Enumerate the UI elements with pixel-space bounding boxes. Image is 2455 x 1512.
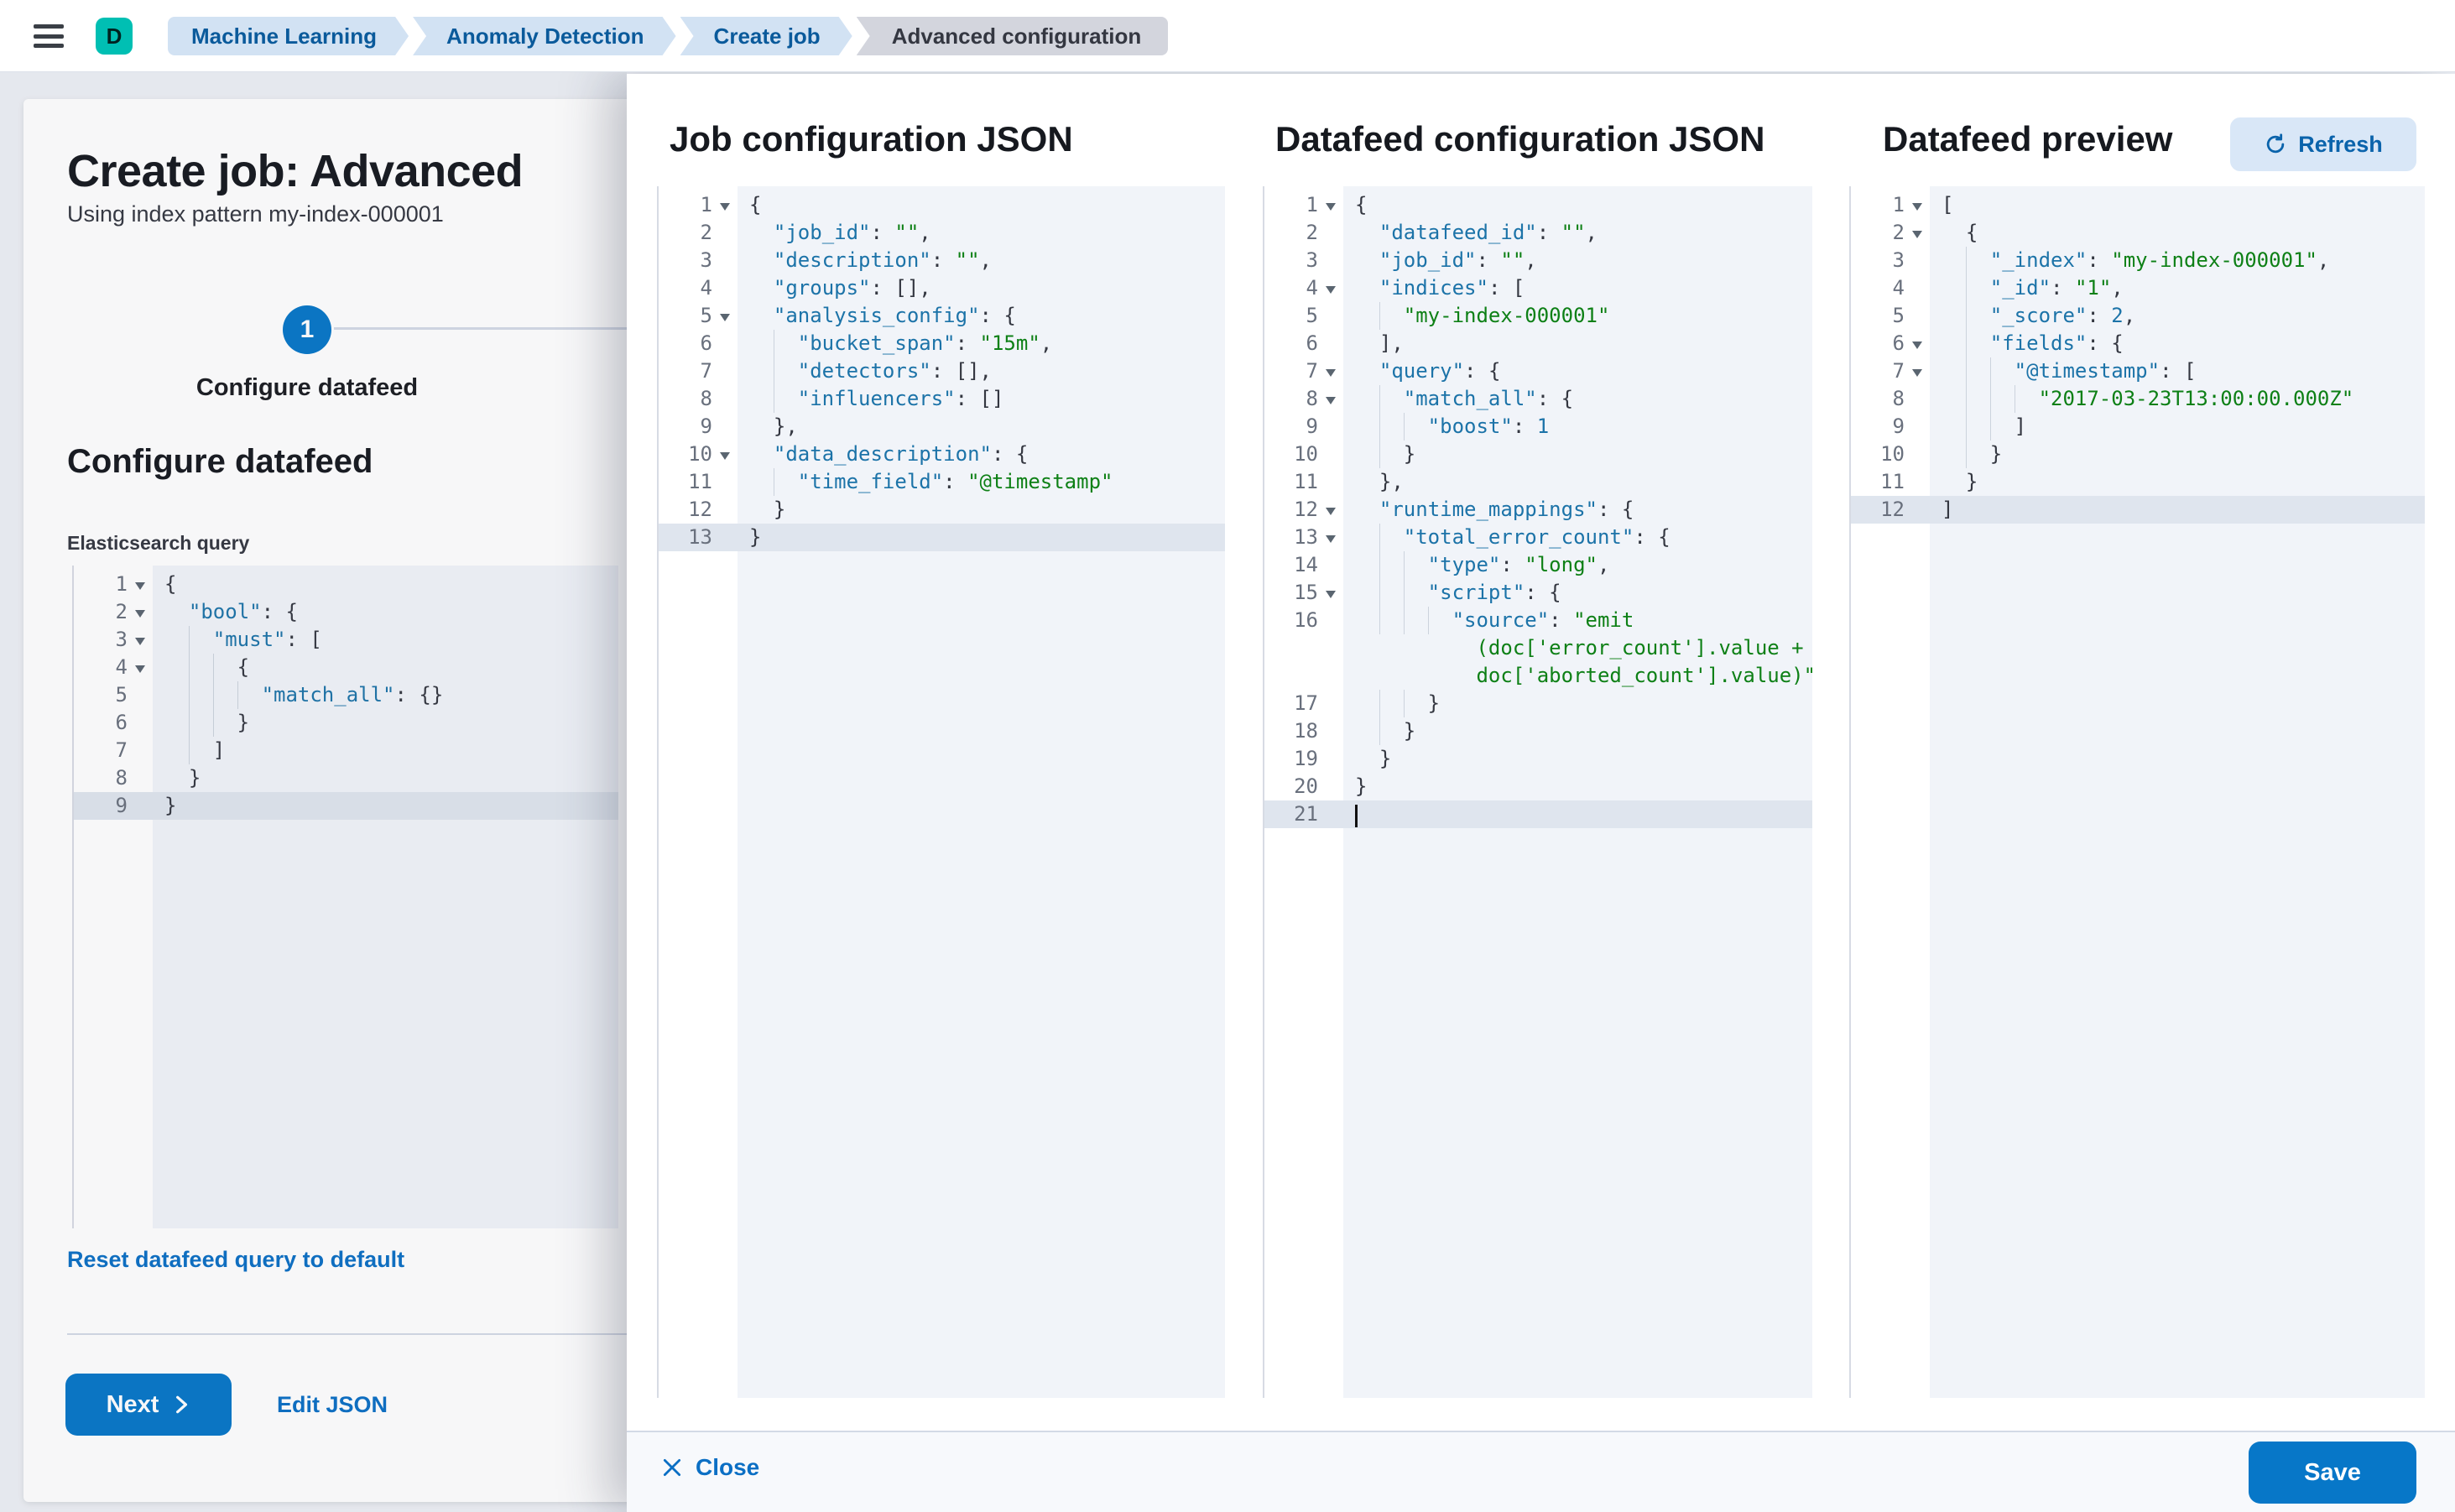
code-line: 9} (74, 792, 618, 820)
code-line: 12"runtime_mappings": { (1264, 496, 1812, 524)
refresh-button-label: Refresh (2298, 131, 2383, 157)
code-line: 17} (1264, 690, 1812, 717)
code-line: 10} (1264, 441, 1812, 468)
code-line: 3"must": [ (74, 626, 618, 654)
datafeed-preview-editor[interactable]: 1[2{3"_index": "my-index-000001",4"_id":… (1849, 186, 2425, 1398)
breadcrumb-current: Advanced configuration (856, 17, 1169, 55)
breadcrumb-link[interactable]: Machine Learning (168, 17, 409, 55)
code-line: 3"job_id": "", (1306, 248, 1537, 272)
code-line: 8"2017-03-23T13:00:00.000Z" (1851, 385, 2425, 413)
edit-json-flyout: Job configuration JSON Datafeed configur… (627, 74, 2455, 1512)
datafeed-configuration-title: Datafeed configuration JSON (1275, 119, 1765, 159)
code-line: 3"description": "", (700, 248, 992, 272)
reset-datafeed-query-link[interactable]: Reset datafeed query to default (67, 1247, 405, 1272)
code-line: 1{ (659, 191, 1225, 219)
page-subtitle: Using index pattern my-index-000001 (67, 201, 444, 227)
flyout-overlay-mask (0, 72, 627, 1512)
code-line: 2{ (1851, 219, 2425, 247)
code-line: 4"groups": [], (700, 276, 931, 300)
code-line: 11} (1880, 470, 1978, 493)
job-configuration-editor[interactable]: 1{2"job_id": "", 3"description": "", 4"gro… (657, 186, 1225, 1398)
code-line: 8"influencers": [] (659, 385, 1225, 413)
code-line: 2"bool": { (74, 598, 618, 626)
code-line: 13"total_error_count": { (1264, 524, 1812, 551)
code-line: 8} (115, 766, 201, 790)
code-line: 1[ (1851, 191, 2425, 219)
close-button[interactable]: Close (661, 1454, 759, 1481)
code-line: 7"query": { (1264, 357, 1812, 385)
code-line: 13} (659, 524, 1225, 551)
step-1-label: Configure datafeed (195, 374, 419, 401)
code-line: 12} (688, 498, 786, 521)
breadcrumb-link[interactable]: Create job (680, 17, 852, 55)
code-line: 6], (1306, 331, 1404, 355)
code-line: 6} (74, 709, 618, 737)
job-configuration-title: Job configuration JSON (670, 119, 1073, 159)
elasticsearch-query-editor[interactable]: 1{2"bool": {3"must": [4{5"match_all": {}… (72, 566, 618, 1228)
chevron-right-icon (176, 1395, 188, 1414)
code-line: 9] (1851, 413, 2425, 441)
elasticsearch-query-label: Elasticsearch query (67, 532, 250, 554)
code-line: 4{ (74, 654, 618, 681)
breadcrumb-link[interactable]: Anomaly Detection (413, 17, 676, 55)
code-line: 2"job_id": "", (700, 221, 931, 244)
code-line: 14"type": "long", (1264, 551, 1812, 579)
code-line: 5"analysis_config": { (659, 302, 1225, 330)
close-button-label: Close (696, 1454, 760, 1480)
code-line: 1{ (1264, 191, 1812, 219)
code-line: 11}, (1294, 470, 1404, 493)
code-line: 7"detectors": [], (659, 357, 1225, 385)
code-line: 6"fields": { (1851, 330, 2425, 357)
create-job-panel: Create job: Advanced Using index pattern… (23, 99, 644, 1502)
code-line: 5"_score": 2, (1851, 302, 2425, 330)
section-heading: Configure datafeed (67, 443, 373, 480)
datafeed-configuration-editor[interactable]: 1{2"datafeed_id": "", 3"job_id": "",4"ind… (1263, 186, 1812, 1398)
save-button[interactable]: Save (2249, 1442, 2416, 1504)
step-connector-line (334, 327, 644, 330)
code-line: 15"script": { (1264, 579, 1812, 607)
code-line: 7] (74, 737, 618, 764)
code-line: 8"match_all": { (1264, 385, 1812, 413)
refresh-button[interactable]: Refresh (2230, 117, 2416, 171)
code-line: 1{ (74, 571, 618, 598)
code-line-wrap: doc['aborted_count'].value)" (1476, 664, 1812, 687)
datafeed-preview-title: Datafeed preview (1883, 119, 2173, 159)
code-line: 21 (1264, 800, 1812, 828)
code-line: 4"indices": [ (1264, 274, 1812, 302)
step-1-indicator[interactable]: 1 (283, 305, 331, 354)
code-line: 20} (1294, 774, 1368, 798)
code-line: 4"_id": "1", (1851, 274, 2425, 302)
code-line: 9}, (700, 414, 798, 438)
next-button-label: Next (106, 1390, 159, 1418)
code-line: 6"bucket_span": "15m", (659, 330, 1225, 357)
code-line: 16"source": "emit (1264, 607, 1812, 634)
code-line: 5"my-index-000001" (1264, 302, 1812, 330)
code-line: 10} (1851, 441, 2425, 468)
code-line: 3"_index": "my-index-000001", (1851, 247, 2425, 274)
code-line: 19} (1294, 747, 1392, 770)
page-title: Create job: Advanced (67, 146, 524, 196)
divider (67, 1333, 644, 1335)
code-line: 18} (1264, 717, 1812, 745)
code-line: 7"@timestamp": [ (1851, 357, 2425, 385)
menu-icon[interactable] (34, 24, 64, 48)
code-line: 10"data_description": { (659, 441, 1225, 468)
code-line: 9"boost": 1 (1264, 413, 1812, 441)
refresh-icon (2267, 133, 2285, 154)
code-line: 2"datafeed_id": "", (1306, 221, 1598, 244)
next-button[interactable]: Next (65, 1374, 232, 1436)
code-line: 12] (1851, 496, 2425, 524)
code-line: 5"match_all": {} (74, 681, 618, 709)
edit-json-link[interactable]: Edit JSON (277, 1392, 388, 1417)
close-icon (663, 1458, 681, 1477)
flyout-footer: Close Save (627, 1431, 2455, 1512)
code-line-wrap: (doc['error_count'].value + (1476, 636, 1804, 660)
avatar[interactable]: D (96, 18, 133, 55)
code-line: 11"time_field": "@timestamp" (659, 468, 1225, 496)
